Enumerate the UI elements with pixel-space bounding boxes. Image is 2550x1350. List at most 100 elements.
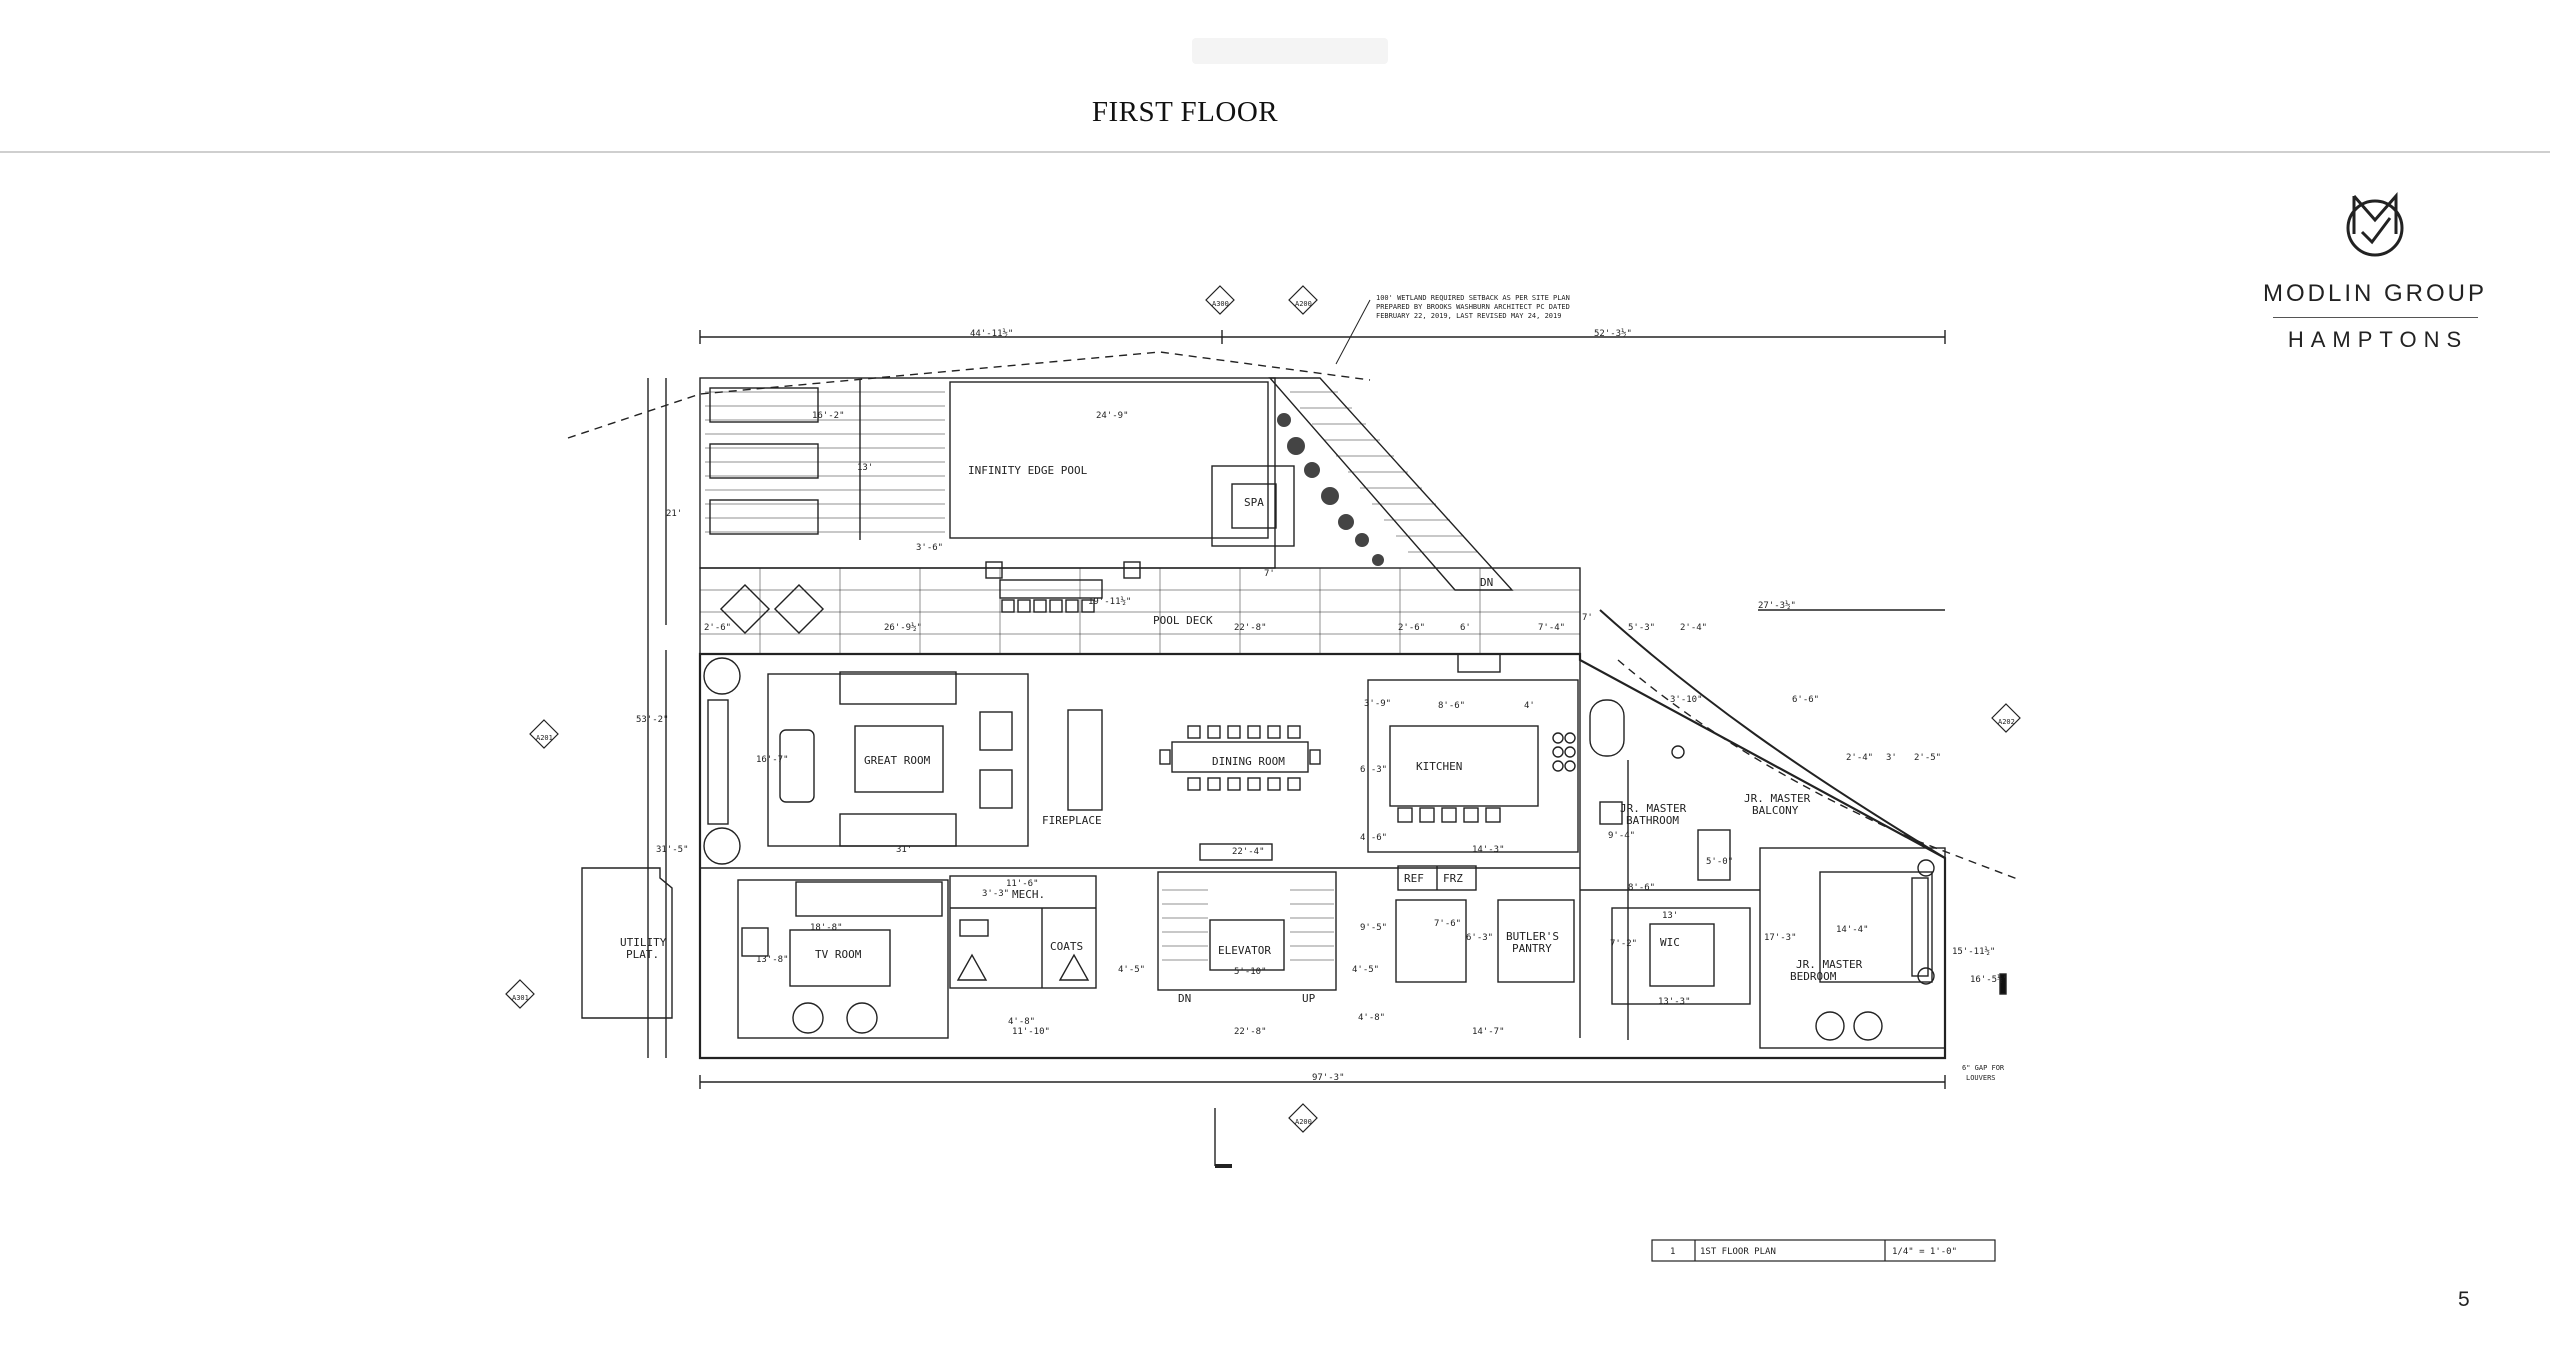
nightstand [1917, 967, 1935, 985]
vanity-sink [1671, 745, 1685, 759]
room-label-jr-master-bathroom: BATHROOM [1626, 814, 1679, 827]
room-label-wic: WIC [1660, 936, 1680, 949]
dimension-label: 52'-3½" [1594, 328, 1632, 339]
outdoor-table [719, 583, 771, 635]
kitchen-sink [1457, 653, 1501, 673]
coffee-table [854, 725, 944, 793]
page-title: FIRST FLOOR [1091, 96, 1279, 128]
dimension-label: 3' [1886, 753, 1897, 763]
stair-down-label: DN [1178, 992, 1191, 1005]
room-label-utility: PLAT. [626, 948, 659, 961]
tv-room [737, 879, 949, 1039]
section-tag-right-a-label: A202 [1998, 718, 2015, 726]
room-label-dining-room: DINING ROOM [1212, 755, 1285, 768]
mech-coats-block [949, 875, 1097, 989]
louver-note: 6" GAP FOR [1962, 1064, 2005, 1072]
section-tag-right-a [1991, 703, 2021, 733]
dimension-label: 6' [1460, 623, 1471, 633]
louver-marker [1999, 973, 2007, 995]
stair-up-label: UP [1302, 992, 1316, 1005]
room-label-infinity-pool: INFINITY EDGE POOL [968, 464, 1088, 477]
planter [703, 657, 741, 695]
dimension-label: 4'-8" [1008, 1017, 1035, 1027]
house-exterior-wall [698, 652, 1947, 1060]
lounge-chair-round [792, 1002, 824, 1034]
section-tag-left-b [505, 979, 535, 1009]
dimension-label: 14'-3" [1472, 845, 1505, 855]
dimension-label: 53'-2" [636, 715, 669, 725]
kitchen-area [1367, 679, 1579, 853]
section-tag-top-a-label: A300 [1212, 300, 1229, 308]
dimension-label: 5'-0" [1706, 857, 1733, 867]
kitchen-stools [1397, 807, 1501, 823]
outdoor-table [773, 583, 825, 635]
pool-wood-deck-slats [705, 391, 945, 533]
room-label-spa: SPA [1244, 496, 1264, 509]
dimension-label: 19'-11½" [1088, 596, 1131, 607]
dimension-label: 3'-10" [1670, 695, 1703, 705]
mg-monogram-icon [2346, 192, 2404, 257]
room-label-butlers-pantry: PANTRY [1512, 942, 1552, 955]
dimension-label: 18'-8" [810, 923, 843, 933]
room-label-fireplace: FIREPLACE [1042, 814, 1102, 827]
section-tag-left-b-label: A301 [512, 994, 529, 1002]
room-label-jr-master-bedroom: JR. MASTER [1796, 958, 1863, 971]
armchair [979, 711, 1013, 751]
brand-block: MODLIN GROUP HAMPTONS [2240, 188, 2510, 353]
dimension-label: 8'-6" [1628, 883, 1655, 893]
dimension-label: 16'-2" [812, 411, 845, 421]
site-note-line: FEBRUARY 22, 2019, LAST REVISED MAY 24, … [1376, 312, 1561, 320]
dimension-label: 4'-5" [1118, 965, 1145, 975]
lounge-chair-round [846, 1002, 878, 1034]
dimension-label: 4' [1524, 701, 1535, 711]
room-label-utility: UTILITY [620, 936, 667, 949]
dimension-label: 44'-11½" [970, 328, 1013, 339]
dimension-label: 22'-8" [1234, 1027, 1267, 1037]
dimension-label: 7' [1582, 613, 1593, 623]
lounge-chair-round [1815, 1011, 1845, 1041]
dimension-label: 5'-10" [1234, 967, 1267, 977]
walk-in-closet [1611, 907, 1751, 1005]
room-label-pool-deck: POOL DECK [1153, 614, 1213, 627]
pool-deck-paving [700, 568, 1580, 654]
coat-hook [1058, 953, 1090, 981]
dimension-label: 2'-4" [1680, 623, 1707, 633]
shower [1599, 801, 1623, 825]
sectional-sofa [795, 881, 943, 917]
dimension-label: 22'-8" [1234, 623, 1267, 633]
room-label-jr-master-bathroom: JR. MASTER [1620, 802, 1687, 815]
site-note-line: PREPARED BY BROOKS WASHBURN ARCHITECT PC… [1376, 303, 1570, 311]
exterior-stair-down-label: DN [1480, 576, 1493, 589]
dimension-label: 2'-4" [1846, 753, 1873, 763]
console [1199, 843, 1273, 861]
planter [703, 827, 741, 865]
room-label-jr-master-balcony: BALCONY [1752, 804, 1799, 817]
dimension-label: 11'-10" [1012, 1027, 1050, 1037]
section-tag-left-a [529, 719, 559, 749]
butlers-pantry [1497, 899, 1575, 983]
tv-room-ottoman [789, 929, 891, 987]
pool-deck-outline [699, 567, 1581, 655]
lounge-chair [709, 443, 819, 479]
dimension-label: 14'-7" [1472, 1027, 1505, 1037]
brand-divider [2272, 317, 2478, 318]
bench [707, 699, 729, 825]
room-label-coats: COATS [1050, 940, 1083, 953]
room-label-great-room: GREAT ROOM [864, 754, 931, 767]
louver-note: LOUVERS [1966, 1074, 1996, 1082]
landscape-planting [1277, 413, 1384, 566]
dimension-label: 97'-3" [1312, 1073, 1345, 1083]
toilet-room [1697, 829, 1731, 881]
section-tag-bottom-a-label: A200 [1295, 1118, 1312, 1126]
brand-name: MODLIN GROUP [2262, 280, 2487, 307]
dimension-label: 31' [896, 845, 912, 855]
header-divider [0, 151, 2550, 153]
dimension-label: 16'-7" [756, 755, 789, 765]
dimension-label: 6'-6" [1792, 695, 1819, 705]
dimension-label: 22'-4" [1232, 847, 1265, 857]
sofa [839, 813, 957, 847]
dimension-label: 9'-5" [1360, 923, 1387, 933]
fireplace-hearth [1067, 709, 1103, 811]
dimension-label: 13' [857, 463, 873, 473]
